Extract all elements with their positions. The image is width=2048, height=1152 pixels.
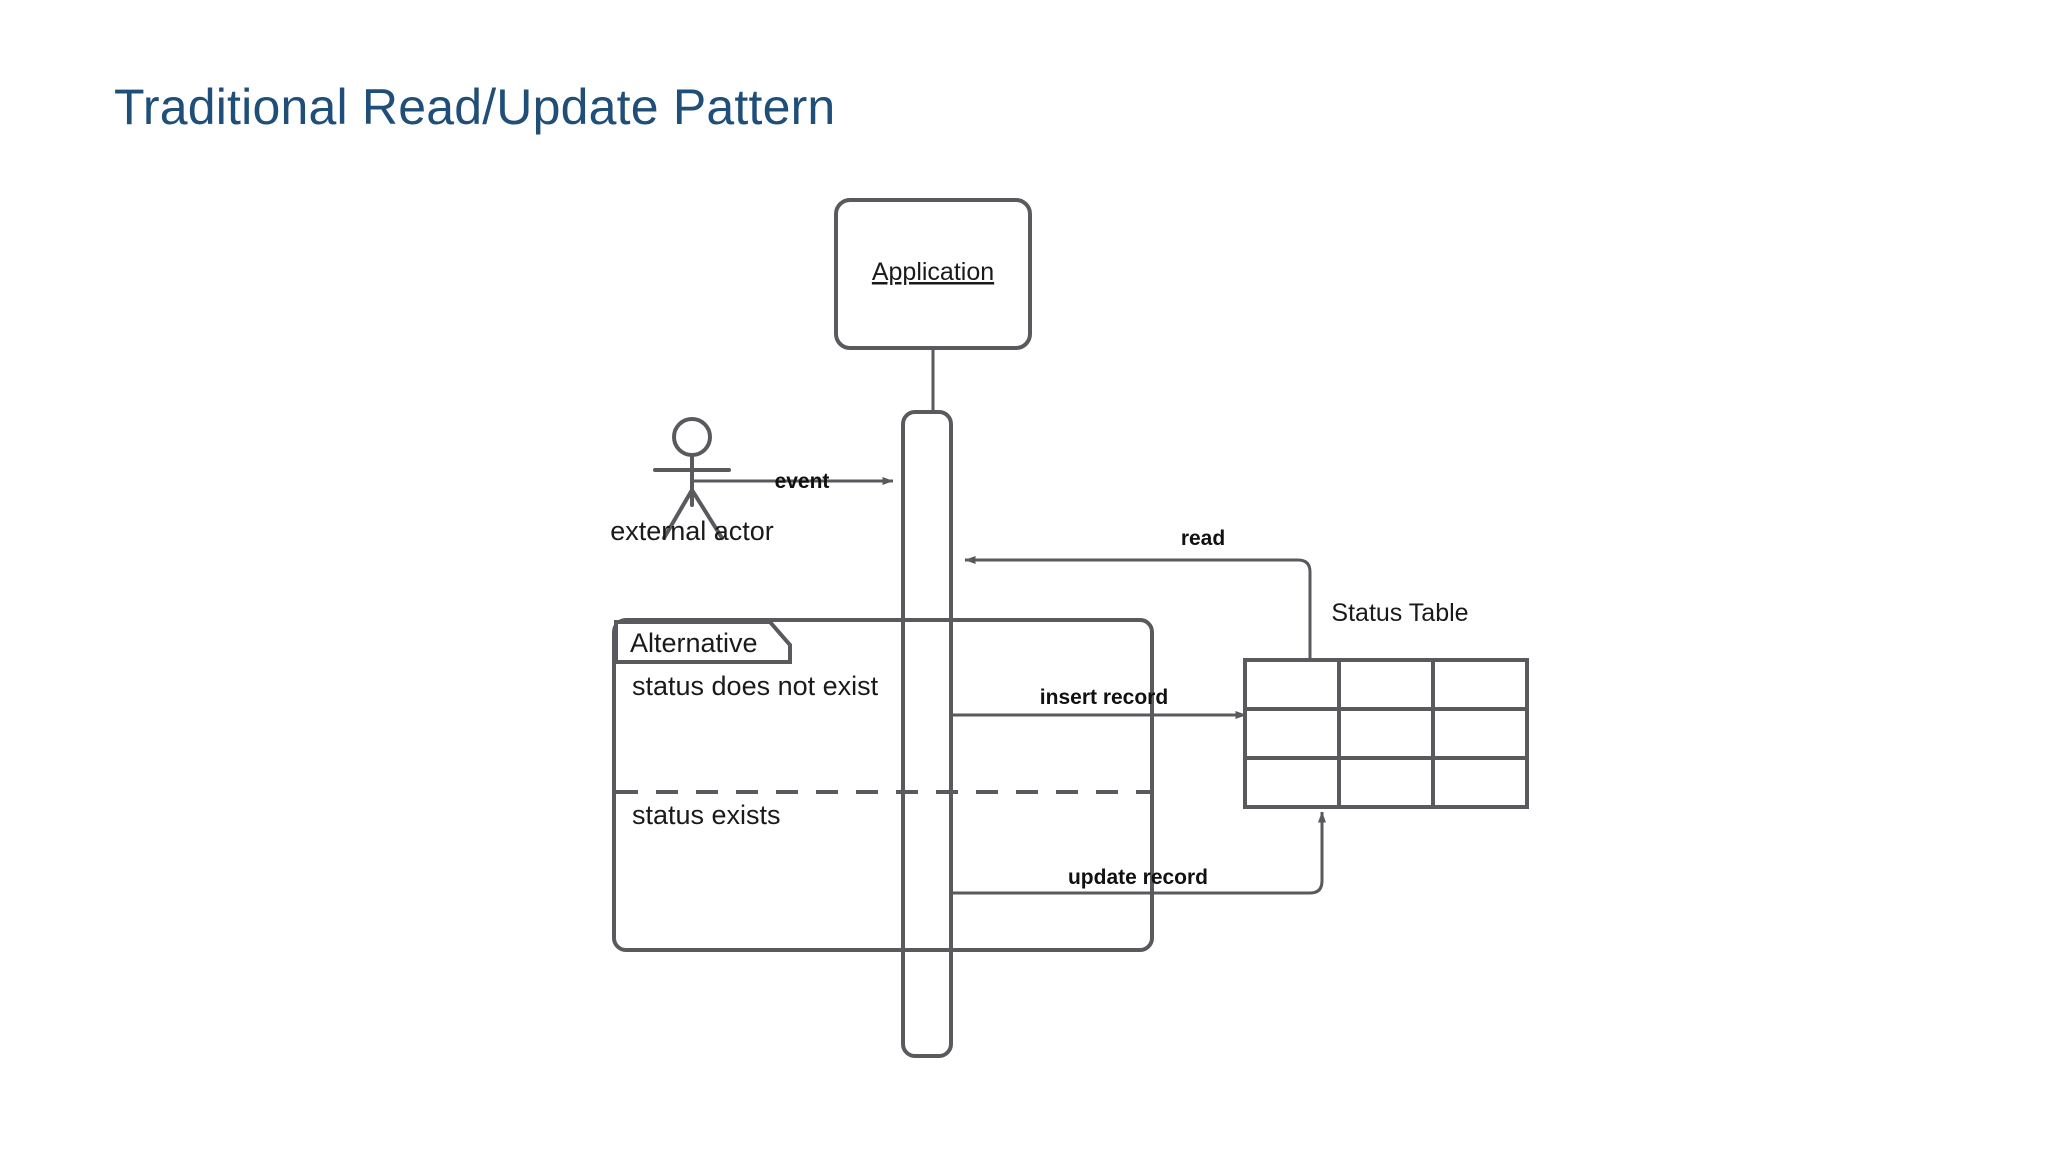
status-table-outline — [1243, 658, 1529, 809]
fragment-outline — [612, 618, 1154, 952]
update-record-label: update record — [1068, 866, 1208, 889]
fragment-condition-2: status exists — [632, 800, 781, 830]
message-insert-record[interactable]: insert record — [951, 686, 1247, 719]
application-label: Application — [872, 258, 994, 286]
external-actor-label: external actor — [610, 516, 774, 546]
insert-record-label: insert record — [1040, 686, 1168, 709]
update-record-line — [951, 822, 1324, 895]
participant-status-table[interactable]: Status Table — [1243, 599, 1529, 809]
actor-head-icon — [672, 417, 712, 457]
event-label: event — [775, 470, 830, 493]
actor-leg-left-icon — [662, 488, 694, 540]
actor-leg-right-icon — [690, 488, 724, 540]
application-activation-bar — [901, 410, 953, 1058]
message-update-record[interactable]: update record — [951, 811, 1326, 895]
fragment-condition-1: status does not exist — [632, 671, 879, 701]
page-title: Traditional Read/Update Pattern — [114, 79, 836, 135]
status-table-label: Status Table — [1331, 599, 1468, 627]
participant-application[interactable]: Application — [834, 198, 1032, 350]
combined-fragment-alternative[interactable]: Alternative status does not exist status… — [612, 618, 1154, 952]
read-label: read — [1181, 527, 1225, 550]
read-arrow — [964, 556, 1312, 660]
fragment-operator-label: Alternative — [630, 628, 758, 658]
fragment-operator-tab — [614, 620, 792, 664]
message-event[interactable]: event — [692, 470, 894, 493]
message-read[interactable]: read — [964, 527, 1312, 660]
